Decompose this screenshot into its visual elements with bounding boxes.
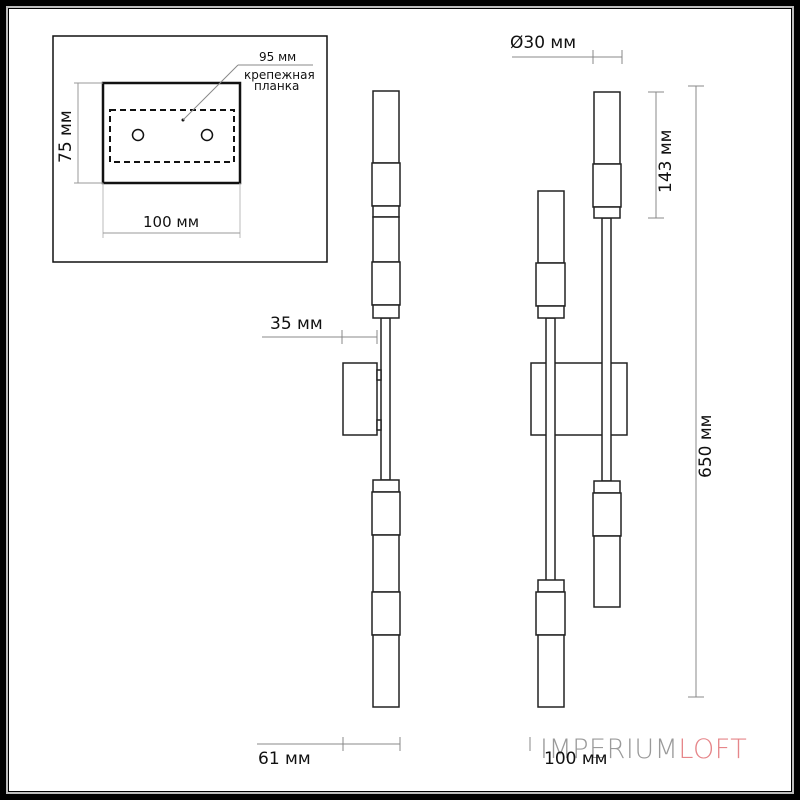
front-view-lamp: [530, 91, 628, 708]
screw-hole-right: [200, 128, 214, 142]
watermark-logo: IMPERIUMLOFT: [540, 734, 748, 765]
inset-width-label: 100 мм: [143, 213, 200, 231]
wall-offset-label: 35 мм: [270, 314, 323, 334]
mounting-plate-dashed: [109, 109, 235, 163]
side-view-lamp: [342, 90, 401, 708]
side-depth-label: 61 мм: [258, 749, 311, 769]
shade-length-label: 143 мм: [656, 129, 676, 193]
inset-height-label: 75 мм: [56, 110, 76, 163]
total-height-label: 650 мм: [696, 414, 716, 478]
front-width-label: 100 мм: [544, 749, 608, 769]
canopy-outline: [101, 81, 242, 185]
diameter-label: Ø30 мм: [510, 33, 577, 53]
frame-gray-line: [6, 6, 794, 794]
plate-length-label: 95 мм: [259, 50, 297, 64]
screw-hole-left: [131, 128, 145, 142]
wall-bracket-side: [342, 362, 378, 436]
frame-inner-line: [8, 8, 792, 792]
mounting-plate-label-2: планка: [254, 79, 300, 93]
mounting-inset: [52, 35, 328, 263]
side-dimensions: [257, 330, 401, 751]
mounting-plate-label-1: крепежная: [244, 68, 315, 82]
front-dimensions: [512, 50, 704, 751]
